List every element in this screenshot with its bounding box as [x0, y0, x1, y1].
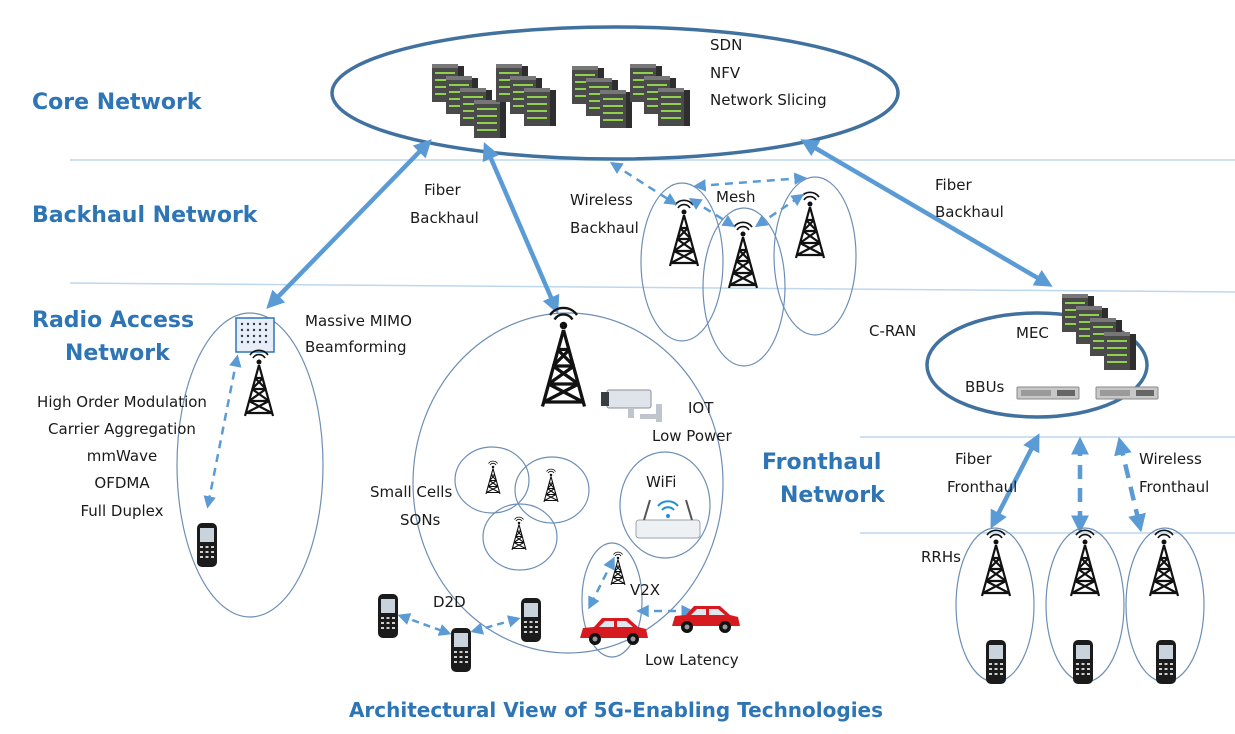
macro-cell: [412, 312, 724, 654]
ran-technique-5: Full Duplex: [80, 502, 163, 520]
cell-tower-icon: [727, 221, 759, 290]
ran-title-line1: Radio Access: [32, 308, 194, 333]
mesh-link-1-3: [693, 172, 807, 192]
bbus-label: BBUs: [965, 378, 1005, 396]
small-cells-cluster: [454, 446, 590, 571]
mobile-phone-icon: [521, 598, 541, 642]
cell-tower-icon: [980, 529, 1012, 598]
fiber-backhaul-arrow-cran: [800, 139, 1053, 287]
iot-label-line1: IOT: [688, 399, 714, 417]
wireless-fronthaul-line1: Wireless: [1139, 450, 1202, 468]
cell-tower-icon: [1069, 529, 1101, 598]
diagram-caption: Architectural View of 5G-Enabling Techno…: [349, 698, 883, 722]
wireless-fronthaul-line2: Fronthaul: [1139, 478, 1209, 496]
fiber-fronthaul-arrow: [990, 433, 1040, 529]
fiber-backhaul-left-line2: Backhaul: [410, 209, 479, 227]
mimo-label-line1: Massive MIMO: [305, 312, 412, 330]
massive-mimo-cell: [176, 312, 324, 618]
fiber-fronthaul-line1: Fiber: [955, 450, 992, 468]
cell-tower-icon: [511, 516, 527, 551]
core-feature-slicing: Network Slicing: [710, 91, 827, 109]
fiber-fronthaul-line2: Fronthaul: [947, 478, 1017, 496]
mesh-label: Mesh: [716, 188, 756, 206]
mobile-phone-icon: [986, 640, 1006, 684]
mesh-cell-3: [773, 176, 857, 336]
wifi-cell: [619, 451, 711, 559]
small-cells-label-line2: SONs: [400, 511, 441, 529]
d2d-link-1: [397, 613, 452, 636]
fiber-backhaul-right-line2: Backhaul: [935, 203, 1004, 221]
rrhs-label: RRHs: [921, 548, 961, 566]
fiber-backhaul-arrow-cell: [482, 142, 560, 314]
mobile-phone-icon: [197, 523, 217, 567]
cell-tower-icon: [1148, 529, 1180, 598]
mesh-link-1-2: [688, 198, 736, 227]
server-rack-icon: [432, 64, 506, 138]
rack-unit-server-icon: [1016, 386, 1080, 400]
separator-backhaul-ran: [69, 282, 1235, 293]
small-cells-label-line1: Small Cells: [370, 483, 452, 501]
core-feature-sdn: SDN: [710, 36, 742, 54]
server-rack-icon: [1062, 294, 1136, 370]
mimo-label-line2: Beamforming: [305, 338, 407, 356]
cell-tower-icon: [485, 460, 501, 495]
server-rack-icon: [630, 64, 690, 126]
wifi-label: WiFi: [646, 473, 676, 491]
mobile-phone-icon: [451, 628, 471, 672]
core-feature-nfv: NFV: [710, 64, 741, 82]
mesh-link-core-1: [609, 161, 678, 206]
mesh-cell-2: [702, 207, 786, 367]
fiber-backhaul-left-line1: Fiber: [424, 181, 461, 199]
mobile-phone-icon: [378, 594, 398, 638]
security-camera-icon: [601, 389, 662, 422]
fiber-backhaul-right-line1: Fiber: [935, 176, 972, 194]
mobile-phone-icon: [1156, 640, 1176, 684]
wireless-backhaul-line1: Wireless: [570, 191, 633, 209]
v2x-label: V2X: [630, 581, 660, 599]
v2x-cell: [581, 542, 643, 658]
cran-pool: [925, 311, 1149, 419]
backhaul-network-title: Backhaul Network: [32, 203, 259, 228]
ran-technique-1: High Order Modulation: [37, 393, 207, 411]
cell-tower-icon: [610, 551, 626, 586]
ran-title-line2: Network: [65, 341, 171, 366]
ran-technique-2: Carrier Aggregation: [48, 420, 196, 438]
cran-label: C-RAN: [869, 322, 916, 340]
core-network-title: Core Network: [32, 90, 203, 115]
rack-unit-server-icon: [1095, 386, 1159, 400]
mesh-link-2-3: [754, 193, 805, 228]
iot-label-line2: Low Power: [652, 427, 732, 445]
wifi-router-icon: [635, 499, 701, 539]
fiber-backhaul-arrow-ran: [266, 139, 432, 309]
cell-tower-icon: [243, 349, 275, 418]
v2x-link-tower-car: [588, 556, 615, 610]
cell-tower-icon: [543, 468, 559, 503]
server-rack-icon: [572, 66, 632, 128]
mobile-phone-icon: [1073, 640, 1093, 684]
antenna-array-icon: [235, 317, 275, 353]
core-network-cloud: [330, 25, 900, 161]
mimo-beam-link: [203, 354, 242, 509]
ran-technique-4: OFDMA: [94, 474, 150, 492]
cell-tower-icon: [540, 306, 587, 409]
cell-tower-icon: [794, 191, 826, 260]
wireless-backhaul-line2: Backhaul: [570, 219, 639, 237]
wireless-fronthaul-arrow-2: [1114, 436, 1146, 533]
core-server-racks: [432, 64, 690, 138]
low-latency-label: Low Latency: [645, 651, 739, 669]
d2d-label: D2D: [433, 593, 466, 611]
cell-tower-icon: [668, 199, 700, 268]
mec-label: MEC: [1016, 324, 1049, 342]
fronthaul-title-line1: Fronthaul: [762, 450, 881, 475]
d2d-link-2: [470, 615, 521, 635]
car-icon: [580, 618, 648, 645]
ran-technique-3: mmWave: [87, 447, 157, 465]
fronthaul-title-line2: Network: [780, 483, 886, 508]
mesh-cell-1: [640, 182, 724, 342]
